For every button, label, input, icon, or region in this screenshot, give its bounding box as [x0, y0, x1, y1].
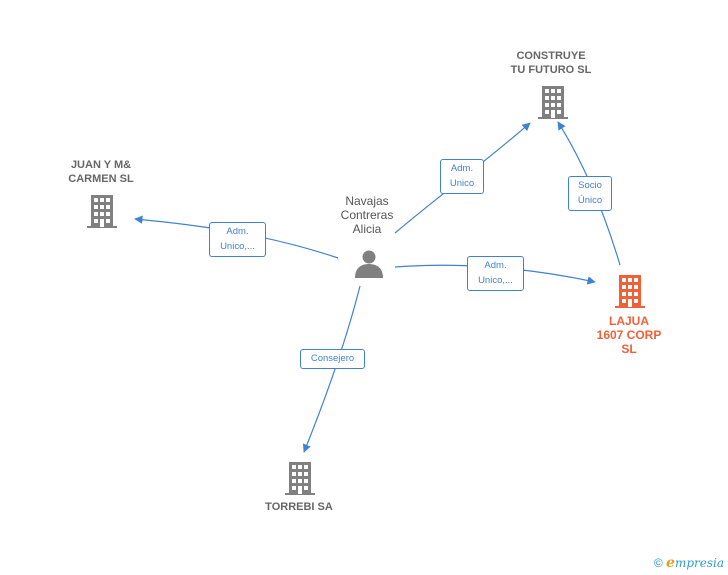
edge-label-to-lajua: Adm. Unico,...	[467, 256, 524, 291]
copyright-icon: ©	[653, 556, 663, 570]
brand-logo: empresia	[666, 555, 724, 571]
building-icon-juanym[interactable]	[87, 195, 117, 228]
edge-navajas-torrebi	[302, 285, 361, 453]
edge-label-to-torrebi: Consejero	[300, 349, 365, 369]
node-label-navajas[interactable]: Navajas Contreras Alicia	[340, 194, 394, 236]
person-icon-navajas[interactable]	[355, 250, 383, 279]
building-icon-lajua[interactable]	[615, 275, 645, 308]
node-label-torrebi[interactable]: TORREBI SA	[265, 501, 333, 513]
node-label-lajua[interactable]: LAJUA 1607 CORP SL	[596, 314, 662, 356]
building-icon-construye[interactable]	[538, 86, 568, 119]
edge-label-to-construye: Adm. Unico	[440, 159, 484, 194]
edge-label-to-juanym: Adm. Unico,...	[209, 222, 266, 257]
brand-footer: © empresia	[654, 555, 724, 571]
node-label-juanym[interactable]: JUAN Y M& CARMEN SL	[68, 159, 134, 185]
edge-label-lajua-construye: Socio Único	[568, 176, 612, 211]
node-label-construye[interactable]: CONSTRUYE TU FUTURO SL	[510, 50, 592, 76]
building-icon-torrebi[interactable]	[285, 462, 315, 495]
